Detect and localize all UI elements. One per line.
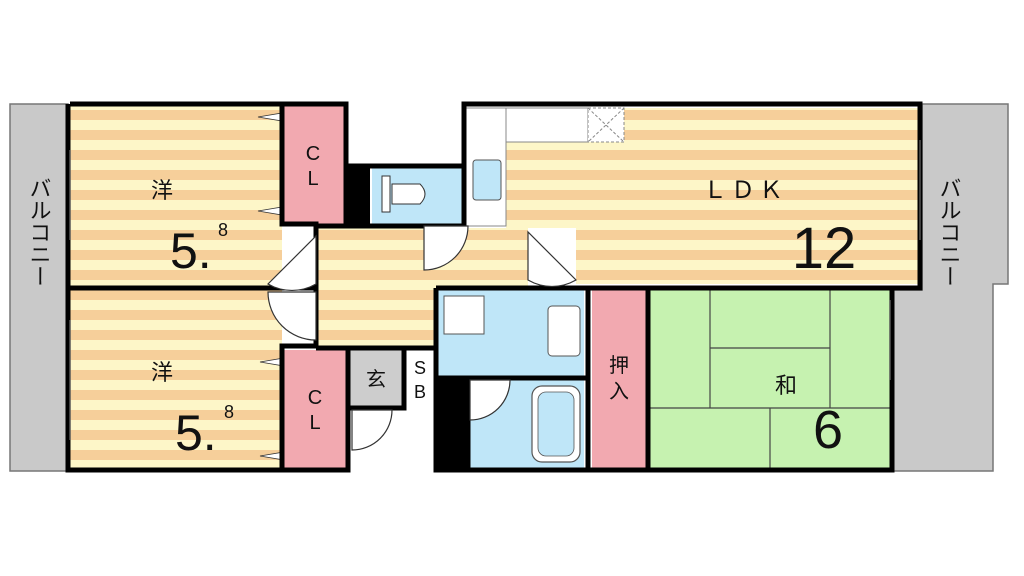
oshiire-label-2: 入 bbox=[609, 379, 629, 403]
door-swings bbox=[267, 225, 577, 451]
washing-machine-icon bbox=[443, 295, 485, 335]
japanese-room: 和 6 bbox=[650, 290, 890, 468]
toilet-room bbox=[372, 168, 462, 224]
closet-2-l: L bbox=[309, 412, 320, 434]
door-toilet bbox=[423, 225, 469, 271]
door-western-1 bbox=[267, 234, 317, 291]
door-entrance bbox=[351, 409, 393, 451]
japanese-room-label: 和 bbox=[775, 374, 797, 399]
closet-1-c: C bbox=[306, 143, 320, 165]
closet-2-c: C bbox=[308, 387, 322, 409]
balcony-left-label: バルコニー bbox=[26, 177, 51, 287]
japanese-room-size: 6 bbox=[813, 400, 843, 460]
western-room-1: 洋 5. 8 bbox=[70, 106, 282, 286]
shoe-box: S B bbox=[406, 350, 434, 406]
shoe-box-b: B bbox=[414, 382, 426, 402]
closet-1-l: L bbox=[307, 168, 318, 190]
oshiire-label-1: 押 bbox=[609, 353, 629, 377]
closet-1: C L bbox=[257, 106, 344, 224]
entrance-label: 玄 bbox=[366, 367, 386, 391]
oshiire-closet: 押 入 bbox=[592, 290, 646, 468]
washroom bbox=[438, 290, 584, 376]
western-room-1-size-sub: 8 bbox=[218, 220, 228, 240]
closet-2: C L bbox=[259, 350, 346, 468]
door-ldk bbox=[527, 230, 577, 287]
western-room-2-label: 洋 bbox=[151, 361, 173, 386]
balcony-right-label: バルコニー bbox=[936, 177, 961, 287]
window-marks bbox=[69, 140, 921, 440]
western-room-2: 洋 5. 8 bbox=[70, 290, 282, 468]
western-room-2-size-sub: 8 bbox=[224, 402, 234, 422]
wall-blocks bbox=[346, 166, 468, 470]
western-room-1-label: 洋 bbox=[151, 179, 173, 204]
balcony-left: バルコニー bbox=[9, 103, 69, 472]
door-bathroom bbox=[469, 379, 511, 421]
entrance: 玄 bbox=[350, 350, 404, 406]
western-room-1-size: 5. bbox=[170, 223, 212, 279]
ldk-room: ＬＤＫ 12 bbox=[465, 107, 918, 284]
shoe-box-s: S bbox=[414, 358, 426, 378]
sink-icon bbox=[472, 159, 502, 201]
ldk-size: 12 bbox=[792, 216, 857, 281]
western-room-2-size: 5. bbox=[175, 405, 217, 461]
ventilation-icon bbox=[587, 107, 625, 143]
door-western-2 bbox=[267, 291, 317, 341]
toilet-icon bbox=[381, 175, 426, 213]
washbasin-icon bbox=[547, 305, 581, 357]
ldk-label: ＬＤＫ bbox=[703, 177, 787, 204]
